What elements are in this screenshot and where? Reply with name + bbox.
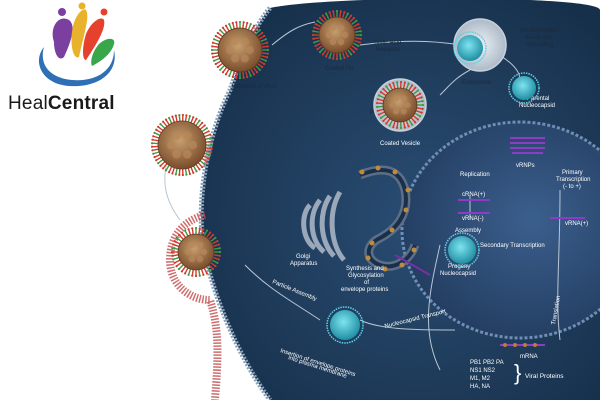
label-nucleocapsid-progeny: Nucleocapsid xyxy=(440,271,476,277)
brand-name: HealCentral xyxy=(8,93,115,115)
label-proteins-pb: PB1 PB2 PA xyxy=(470,360,504,366)
label-apparatus: Apparatus xyxy=(290,261,317,267)
label-coated-pit: Coated Pit xyxy=(325,66,353,72)
brand-logo-icon xyxy=(24,2,134,92)
label-replication: Replication xyxy=(460,172,490,178)
label-transcription: Transcription xyxy=(556,177,590,183)
brand-name-part1: Heal xyxy=(8,93,48,114)
label-fusion-and: fusion and xyxy=(525,35,553,41)
label-release: Release xyxy=(151,195,157,218)
label-coated-vesicle: Coated Vesicle xyxy=(380,141,421,147)
label-receptor: Receptor xyxy=(376,47,400,53)
label-viral-proteins: Viral Proteins xyxy=(525,373,564,380)
virus-at-coated-pit xyxy=(312,10,362,60)
label-sialic-acid: Sialic Acid xyxy=(374,40,401,46)
label-primary: Primary xyxy=(562,170,583,176)
label-vrna-minus: vRNA(-) xyxy=(462,216,484,222)
budding-virus xyxy=(171,227,221,277)
label-mrna: mRNA xyxy=(520,354,538,360)
label-minus-to-plus: (- to +) xyxy=(563,184,581,190)
label-secondary-transcription: Secondary Transcription xyxy=(480,243,545,249)
label-endosome: Endosome xyxy=(462,80,491,86)
label-envelope-proteins: envelope proteins xyxy=(341,287,388,293)
label-proteins-m: M1, M2 xyxy=(470,376,491,382)
label-vrna-plus: vRNA(+) xyxy=(565,221,588,227)
brand-name-part2: Central xyxy=(48,93,115,114)
label-crna: cRNA(+) xyxy=(462,192,485,198)
label-progeny: Progeny xyxy=(448,264,470,270)
label-ph-dependent: pH-Dependent xyxy=(520,28,559,34)
label-proteins-ns: NS1 NS2 xyxy=(470,368,496,374)
label-of: of xyxy=(364,280,369,286)
label-uncoating: uncoating xyxy=(527,42,553,48)
brace-icon: } xyxy=(514,360,521,385)
label-nucleocapsid-parental: Nucleocapsid xyxy=(519,103,555,109)
label-glycosylation: Glycosylation xyxy=(348,273,384,279)
label-vrnps: vRNPs xyxy=(516,163,535,169)
label-influenza-virus: Influenza A Virus xyxy=(232,84,277,90)
label-synthesis: Synthesis and xyxy=(346,266,384,272)
label-proteins-ha: HA, NA xyxy=(470,384,490,390)
influenza-virus xyxy=(211,21,269,79)
label-golgi: Golgi xyxy=(296,254,310,260)
